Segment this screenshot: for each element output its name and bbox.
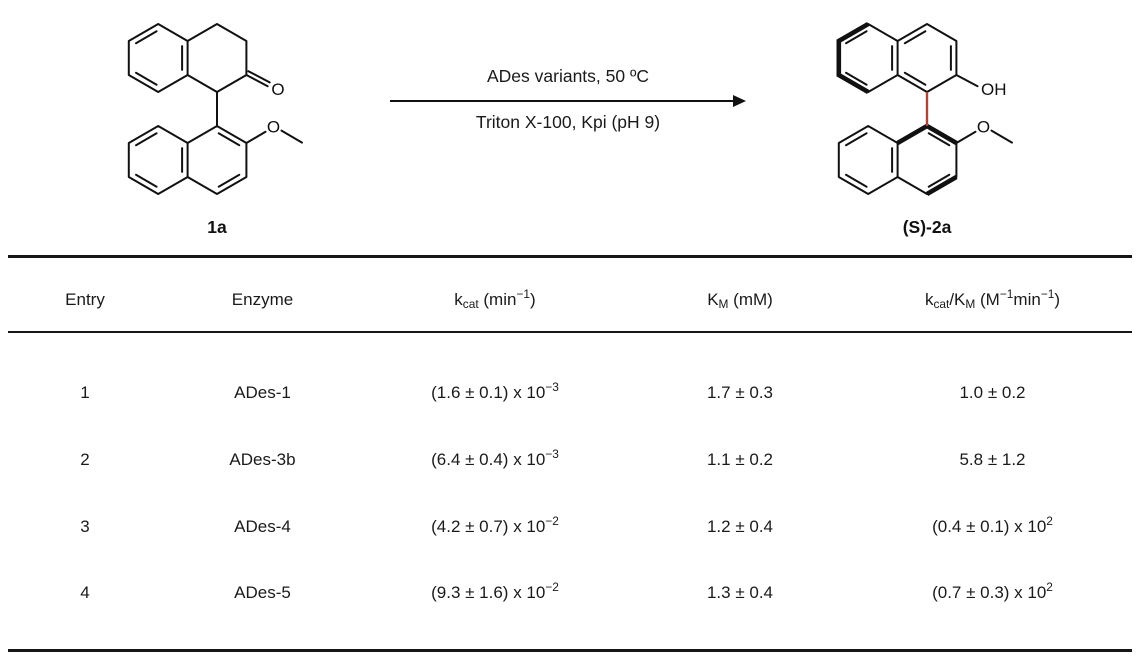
hydroxyl-label: OH: [981, 80, 1007, 99]
cell-km: 1.1 ± 0.2: [706, 450, 774, 469]
cell-km: 1.7 ± 0.3: [706, 383, 774, 402]
conditions-line-1: ADes variants, 50 ºC: [486, 66, 649, 86]
cell-ratio: 5.8 ± 1.2: [959, 450, 1026, 469]
substrate-1a-drawing: O O 1a: [127, 23, 303, 237]
cell-ratio: (0.7 ± 0.3) x 102: [932, 580, 1053, 602]
cell-enzyme: ADes-1: [234, 383, 291, 402]
table-row: 4 ADes-5 (9.3 ± 1.6) x 10−2 1.3 ± 0.4 (0…: [0, 577, 1140, 609]
conditions-line-2: Triton X-100, Kpi (pH 9): [475, 112, 661, 133]
cell-enzyme: ADes-5: [234, 583, 291, 602]
product-label: (S)-2a: [903, 217, 952, 237]
cell-kcat: (4.2 ± 0.7) x 10−2: [431, 514, 559, 536]
reaction-conditions-block: ADes variants, 50 ºC Triton X-100, Kpi (…: [390, 66, 746, 133]
header-km: KM (mM): [707, 290, 773, 312]
table-top-rule: [8, 255, 1132, 258]
cell-ratio: (0.4 ± 0.1) x 102: [932, 514, 1053, 536]
header-kcat-over-km: kcat/KM (M−1min−1): [924, 287, 1061, 312]
table-header-row: Entry Enzyme kcat (min−1) KM (mM) kcat/K…: [0, 284, 1140, 316]
table-bottom-rule: [8, 649, 1132, 652]
table-header-rule: [8, 331, 1132, 334]
cell-kcat: (9.3 ± 1.6) x 10−2: [431, 580, 559, 602]
cell-entry: 3: [80, 517, 90, 536]
cell-enzyme: ADes-4: [234, 517, 291, 536]
table-row: 2 ADes-3b (6.4 ± 0.4) x 10−3 1.1 ± 0.2 5…: [0, 444, 1140, 476]
header-kcat: kcat (min−1): [454, 287, 536, 312]
header-enzyme: Enzyme: [231, 290, 294, 309]
table-row: 1 ADes-1 (1.6 ± 0.1) x 10−3 1.7 ± 0.3 1.…: [0, 377, 1140, 409]
cell-enzyme: ADes-3b: [229, 450, 296, 469]
cell-kcat: (1.6 ± 0.1) x 10−3: [431, 380, 559, 402]
cell-entry: 4: [80, 583, 90, 602]
product-structure-2a: OH O (S)-2a: [767, 2, 1027, 247]
cell-km: 1.3 ± 0.4: [706, 583, 774, 602]
product-2a-drawing: OH O (S)-2a: [836, 22, 1013, 237]
methoxy-oxygen-label: O: [267, 118, 280, 137]
table-row: 3 ADes-4 (4.2 ± 0.7) x 10−2 1.2 ± 0.4 (0…: [0, 511, 1140, 543]
cell-entry: 2: [80, 450, 90, 469]
methoxy-oxygen-label: O: [977, 118, 990, 137]
substrate-structure-1a: O O 1a: [57, 2, 317, 247]
header-entry: Entry: [65, 290, 105, 309]
cell-entry: 1: [80, 383, 90, 402]
cell-ratio: 1.0 ± 0.2: [959, 383, 1026, 402]
cell-kcat: (6.4 ± 0.4) x 10−3: [431, 447, 559, 469]
substrate-label: 1a: [207, 217, 227, 237]
reaction-arrow: [390, 94, 746, 108]
cell-km: 1.2 ± 0.4: [706, 517, 774, 536]
ketone-oxygen-label: O: [271, 80, 284, 99]
